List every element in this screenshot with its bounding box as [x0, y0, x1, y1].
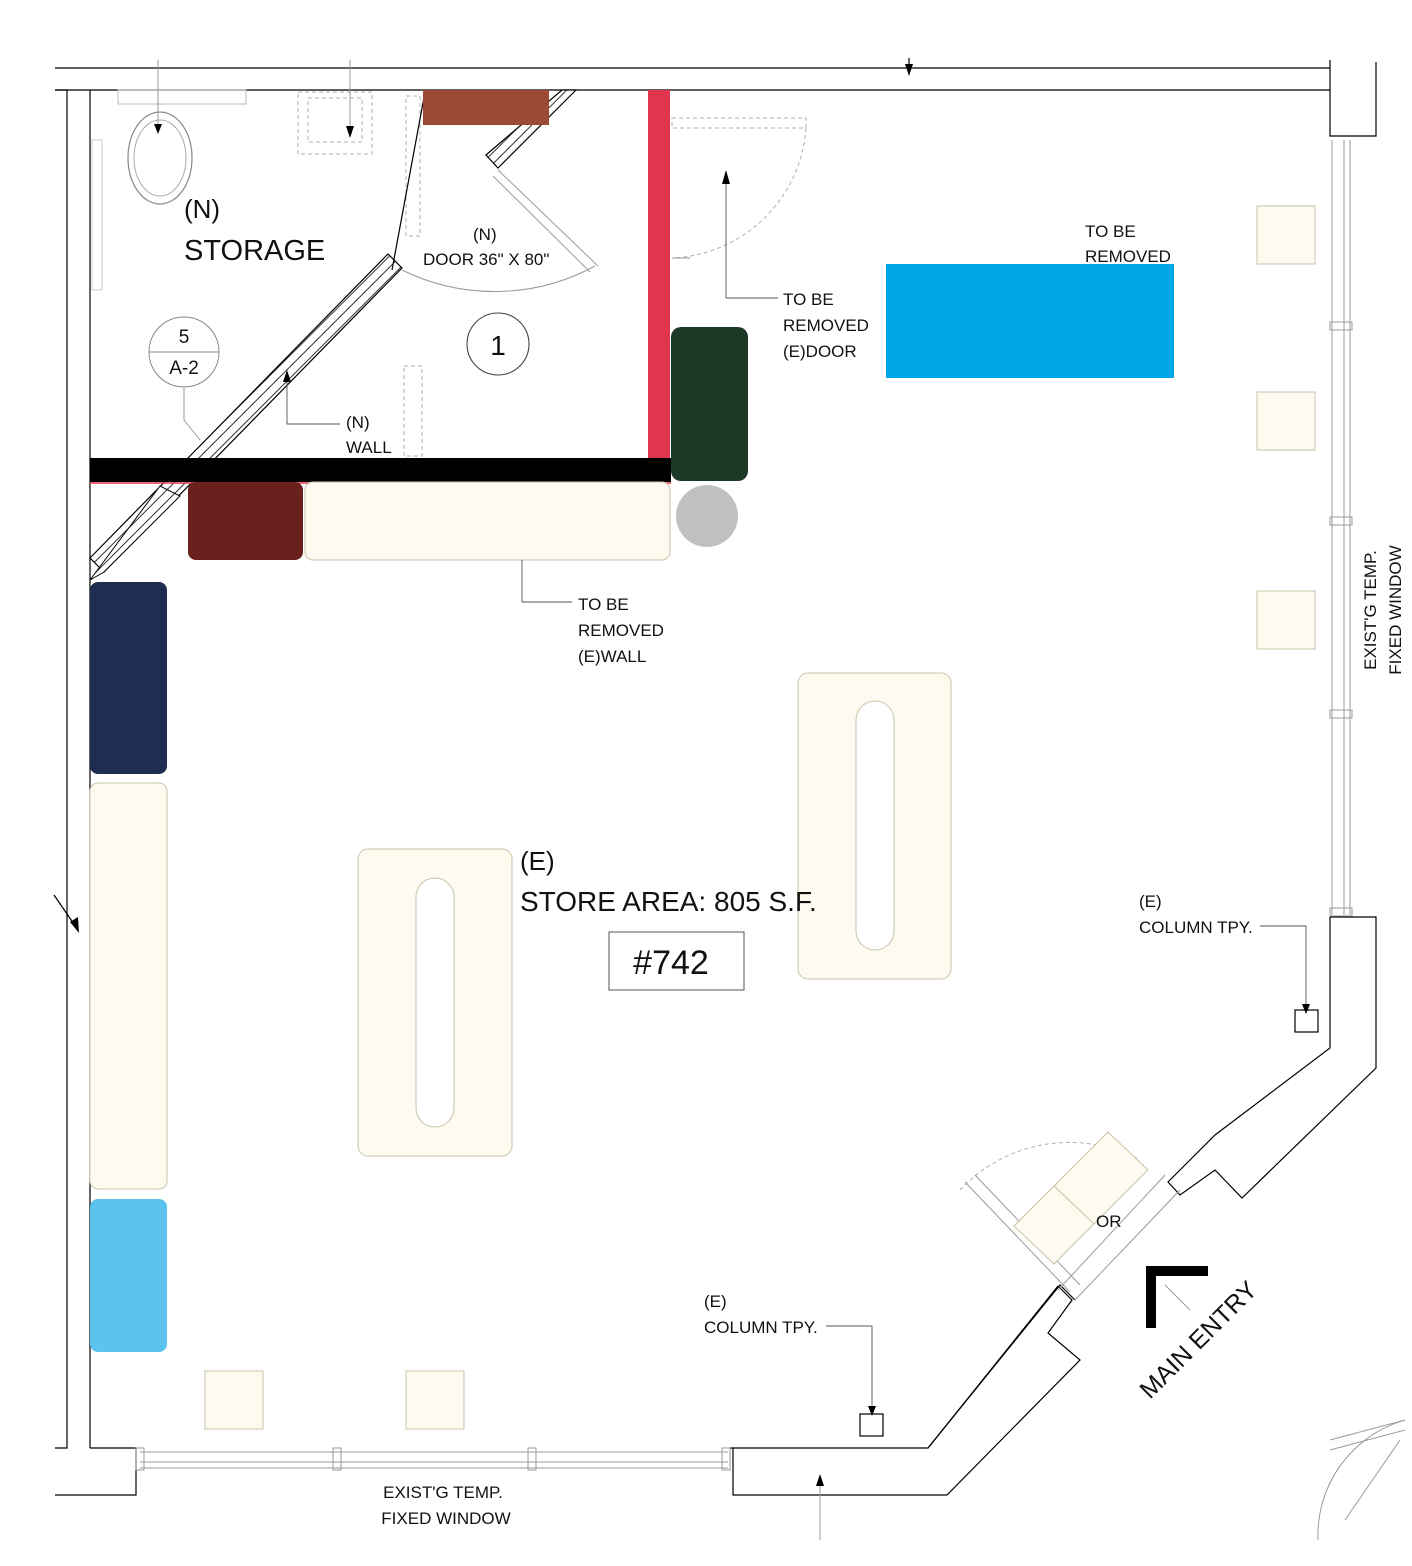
window-display	[1256, 590, 1316, 650]
window-display	[405, 1370, 465, 1430]
exterior-door-swing	[1317, 1419, 1406, 1541]
remove-wall-line2: REMOVED	[578, 621, 664, 640]
store-prefix: (E)	[520, 846, 555, 876]
main-entry-arrow	[1146, 1266, 1208, 1328]
remove-door-line1: TO BE	[783, 290, 834, 309]
storage-title: STORAGE	[184, 235, 325, 267]
maroon-shelf	[188, 482, 303, 560]
wall-shelf-cream	[304, 481, 671, 561]
window-display	[204, 1370, 264, 1430]
section-arrows	[53, 58, 913, 1540]
new-door-size: DOOR 36" X 80"	[423, 250, 549, 269]
column-right-line1: (E)	[1139, 892, 1162, 911]
remove-counter-line1: TO BE	[1085, 222, 1136, 241]
column-right-line2: COLUMN TPY.	[1139, 918, 1253, 937]
entry-display	[1013, 1185, 1095, 1265]
column-bottom	[859, 1413, 884, 1437]
entry-door	[959, 1131, 1181, 1301]
window-display	[1256, 205, 1316, 265]
right-window-line2: FIXED WINDOW	[1386, 545, 1405, 674]
remove-door-line3: (E)DOOR	[783, 342, 857, 361]
new-wall-label: WALL	[346, 438, 392, 457]
remove-door-line2: REMOVED	[783, 316, 869, 335]
storage-prefix: (N)	[184, 194, 220, 224]
bottom-window-line1: EXIST'G TEMP.	[383, 1483, 503, 1502]
existing-door	[671, 117, 807, 299]
blue-counter	[886, 264, 1174, 378]
toilet-icon	[91, 89, 247, 291]
red-wall	[648, 90, 670, 460]
gondola-left	[357, 848, 513, 1157]
right-window-line1: EXIST'G TEMP.	[1361, 550, 1380, 670]
brown-shelf	[423, 90, 549, 125]
column-right	[1294, 1009, 1319, 1033]
navy-shelf	[90, 582, 167, 774]
round-gray-fixture	[676, 485, 738, 547]
door-tag	[466, 312, 530, 376]
bottom-window	[135, 1447, 731, 1471]
column-bottom-line1: (E)	[704, 1292, 727, 1311]
right-window	[1329, 140, 1353, 917]
gondola-right	[797, 672, 952, 980]
storage-room	[89, 60, 599, 581]
section-marker	[148, 316, 220, 441]
left-wall-shelf	[89, 782, 168, 1190]
store-number-box	[608, 931, 745, 991]
remove-wall-line3: (E)WALL	[578, 647, 646, 666]
store-number: #742	[633, 944, 709, 982]
bottom-window-line2: FIXED WINDOW	[381, 1509, 510, 1528]
light-blue-shelf	[90, 1199, 167, 1352]
section-sheet: A-2	[169, 358, 199, 379]
exterior-walls	[55, 60, 1377, 1496]
remove-wall-line1: TO BE	[578, 595, 629, 614]
store-area: STORE AREA: 805 S.F.	[520, 886, 817, 917]
sink-icon	[154, 60, 373, 155]
entry-door-label: OR	[1096, 1212, 1122, 1231]
window-display	[1256, 391, 1316, 451]
black-new-wall	[90, 458, 671, 482]
new-wall-prefix: (N)	[346, 413, 370, 432]
new-door-prefix: (N)	[473, 225, 497, 244]
remove-counter-line2: REMOVED	[1085, 247, 1171, 266]
section-number: 5	[179, 327, 190, 348]
door-tag-number: 1	[490, 330, 506, 361]
column-bottom-line2: COLUMN TPY.	[704, 1318, 818, 1337]
dark-green-cabinet	[671, 327, 748, 481]
